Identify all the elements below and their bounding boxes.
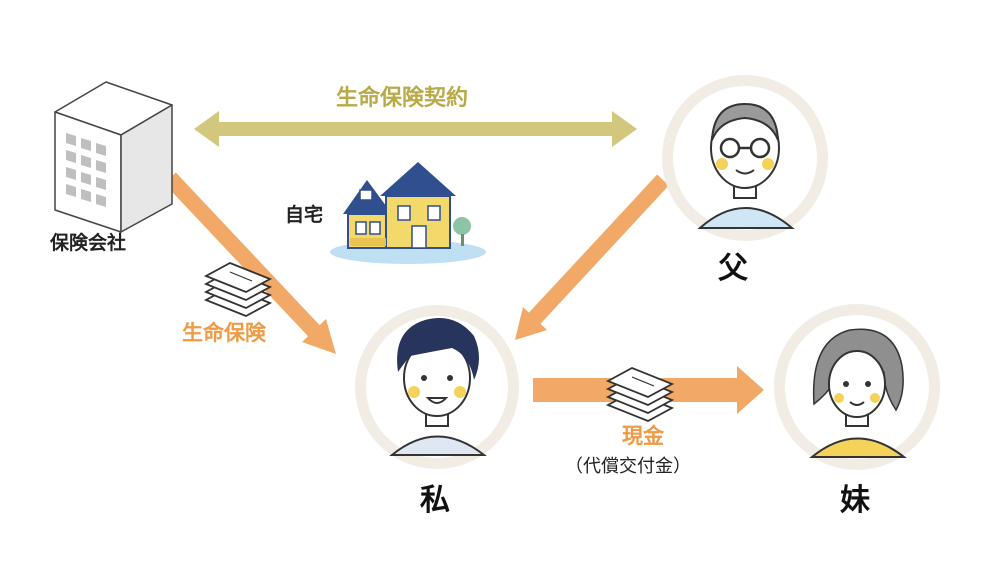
insurer-label: 保険会社 xyxy=(50,232,127,254)
me-avatar xyxy=(355,305,519,469)
contract-arrow xyxy=(194,111,637,147)
banknote-stack-icon xyxy=(605,367,675,422)
me-label: 私 xyxy=(420,483,450,518)
father-to-me-arrow xyxy=(515,174,669,340)
life-insurance-label: 生命保険 xyxy=(182,321,266,345)
father-avatar xyxy=(662,75,828,241)
insurance-payout-arrow xyxy=(164,172,336,354)
office-building-icon xyxy=(54,81,173,233)
sister-avatar xyxy=(774,304,940,470)
banknote-stack-icon xyxy=(203,262,273,317)
father-label: 父 xyxy=(718,251,748,286)
house-icon xyxy=(330,162,486,264)
compensation-label: （代償交付金） xyxy=(565,456,691,477)
home-label: 自宅 xyxy=(285,204,324,226)
contract-label: 生命保険契約 xyxy=(336,86,469,111)
cash-label: 現金 xyxy=(622,424,664,448)
sister-label: 妹 xyxy=(840,483,870,518)
